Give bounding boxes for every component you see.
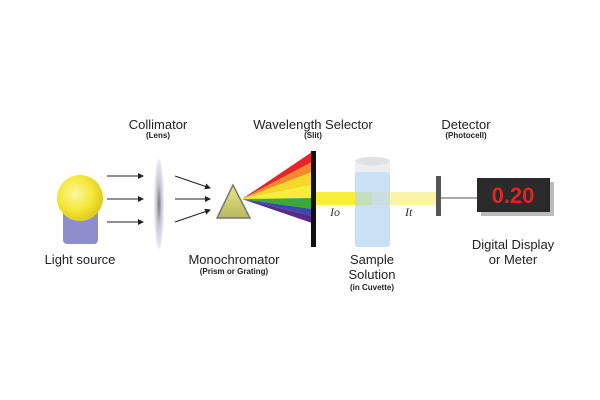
cuvette-icon xyxy=(355,157,390,247)
prism-icon xyxy=(215,183,252,219)
wavelength-selector-label: Wavelength Selector xyxy=(253,117,373,132)
detector-photocell-icon xyxy=(436,176,441,216)
monochromator-label: Monochromator xyxy=(188,252,280,267)
sample-label-line2: Solution xyxy=(349,267,396,282)
wavelength-selector-slit xyxy=(311,151,316,247)
monochromator-sublabel: (Prism or Grating) xyxy=(200,267,269,276)
display-label-line1: Digital Display xyxy=(472,237,555,252)
light-source-label: Light source xyxy=(45,252,116,267)
wavelength-selector-sublabel: (Slit) xyxy=(304,131,322,140)
collimator-lens-icon xyxy=(154,159,164,249)
incident-intensity-label: Io xyxy=(329,205,340,219)
detector-sublabel: (Photocell) xyxy=(445,131,487,140)
converging-light-arrows xyxy=(174,175,211,223)
sample-sublabel: (in Cuvette) xyxy=(350,283,394,292)
light-source-icon xyxy=(57,175,103,244)
digital-display: 0.20 xyxy=(477,178,554,216)
display-label-line2: or Meter xyxy=(489,252,538,267)
collimator-label: Collimator xyxy=(129,117,188,132)
collimator-sublabel: (Lens) xyxy=(146,131,170,140)
dispersed-spectrum xyxy=(242,152,312,223)
parallel-light-arrows xyxy=(107,173,144,225)
transmitted-intensity-label: It xyxy=(404,205,413,219)
detector-label: Detector xyxy=(441,117,491,132)
display-reading: 0.20 xyxy=(492,183,535,208)
sample-label-line1: Sample xyxy=(350,252,394,267)
